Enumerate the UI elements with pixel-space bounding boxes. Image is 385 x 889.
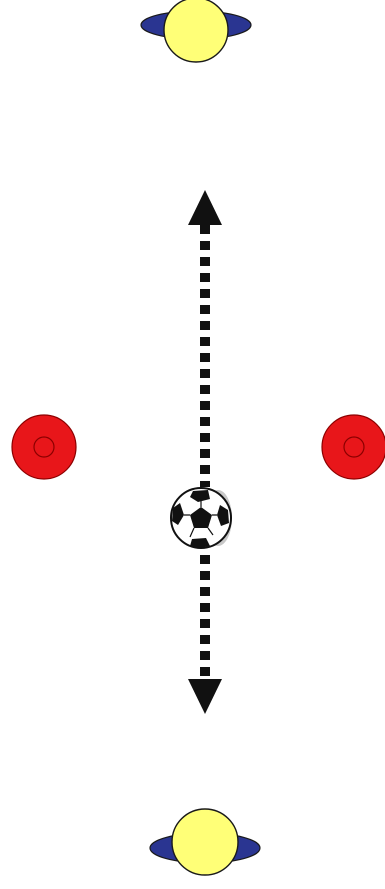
cone-right-base-icon (322, 415, 385, 479)
arrow-head-down-icon (188, 679, 222, 714)
cone-right (322, 415, 385, 479)
player-top (141, 0, 251, 62)
cone-left-base-icon (12, 415, 76, 479)
cone-left (12, 415, 76, 479)
double-arrow-icon (188, 190, 222, 714)
soccer-ball-icon (171, 488, 232, 548)
player-bottom (150, 809, 260, 875)
arrow-head-up-icon (188, 190, 222, 225)
player-top-head-icon (164, 0, 228, 62)
player-bottom-head-icon (172, 809, 238, 875)
